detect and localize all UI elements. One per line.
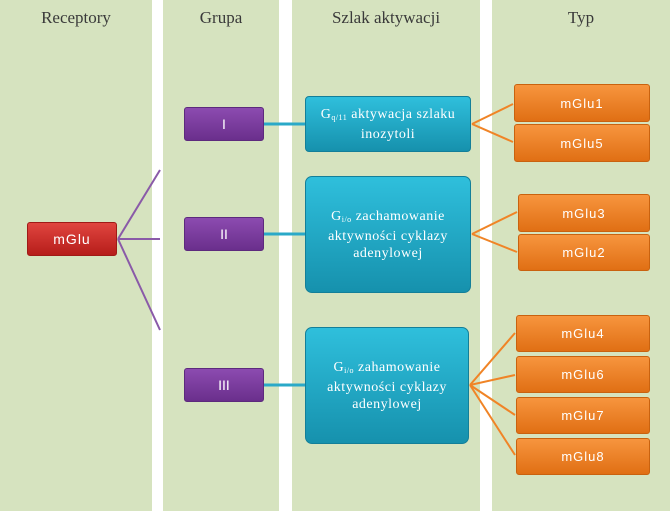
pathway-1-g: G: [320, 106, 332, 122]
column-header-grupa: Grupa: [199, 8, 243, 27]
group-box-1: I: [184, 107, 264, 141]
type-box-mglu3: mGlu3: [518, 194, 650, 232]
type-box-mglu1: mGlu1: [514, 84, 650, 122]
receptor-box: mGlu: [27, 222, 117, 256]
type-box-mglu8: mGlu8: [516, 438, 650, 475]
column-header-typ: Typ: [567, 8, 595, 27]
pathway-2-sub: i/o: [341, 214, 352, 224]
group-label-2: II: [220, 226, 228, 242]
link-pathway-type-7: [469, 384, 516, 416]
type-box-mglu5: mGlu5: [514, 124, 650, 162]
group-box-3: III: [184, 368, 264, 402]
pathway-box-3: Gi/o zahamowanie aktywności cyklazy aden…: [305, 327, 469, 444]
type-label-mglu4: mGlu4: [561, 326, 605, 341]
pathway-2-line-3: adenylowej: [353, 245, 423, 261]
link-pathway-type-5: [469, 332, 516, 386]
pathway-3-line-1: zahamowanie: [354, 359, 441, 375]
pathway-2-line-1: zachamowanie: [351, 208, 445, 224]
pathway-2-g: G: [331, 208, 342, 224]
pathway-3-g: G: [333, 359, 345, 375]
type-label-mglu6: mGlu6: [561, 367, 605, 382]
pathway-box-2: Gi/o zachamowanie aktywności cyklazy ade…: [305, 176, 471, 293]
pathway-3-sub: i/o: [344, 365, 355, 375]
pathway-3-line-2: aktywności cyklazy: [327, 379, 447, 395]
pathway-box-1: Gq/11 aktywacja szlaku inozytoli: [305, 96, 471, 152]
type-box-mglu6: mGlu6: [516, 356, 650, 393]
receptor-label: mGlu: [53, 231, 91, 247]
column-header-receptory: Receptory: [41, 8, 111, 27]
type-label-mglu1: mGlu1: [560, 95, 604, 111]
link-pathway-type-1: [471, 103, 514, 125]
type-label-mglu7: mGlu7: [561, 408, 605, 423]
link-receptor-group-3: [117, 238, 161, 331]
group-label-1: I: [222, 116, 226, 132]
type-box-mglu4: mGlu4: [516, 315, 650, 352]
link-receptor-group-1: [117, 169, 161, 240]
column-grupa: Grupa: [163, 0, 279, 511]
type-box-mglu7: mGlu7: [516, 397, 650, 434]
link-pathway-type-8: [469, 384, 516, 456]
pathway-3-line-3: adenylowej: [352, 396, 422, 412]
type-label-mglu5: mGlu5: [560, 135, 604, 151]
pathway-1-sub: q/11: [331, 112, 348, 122]
link-pathway-type-2: [471, 123, 514, 143]
type-label-mglu8: mGlu8: [561, 449, 605, 464]
pathway-2-line-2: aktywności cyklazy: [328, 228, 448, 244]
link-pathway-type-3: [471, 211, 518, 235]
group-label-3: III: [218, 377, 230, 393]
pathway-1-line-1: aktywacja szlaku: [347, 106, 456, 122]
column-header-szlak: Szlak aktywacji: [331, 8, 441, 27]
pathway-1-line-2: inozytoli: [360, 126, 416, 142]
link-pathway-type-6: [469, 374, 516, 386]
type-label-mglu3: mGlu3: [562, 205, 606, 221]
link-pathway-type-4: [471, 233, 518, 253]
type-label-mglu2: mGlu2: [562, 245, 606, 260]
group-box-2: II: [184, 217, 264, 251]
type-box-mglu2: mGlu2: [518, 234, 650, 271]
